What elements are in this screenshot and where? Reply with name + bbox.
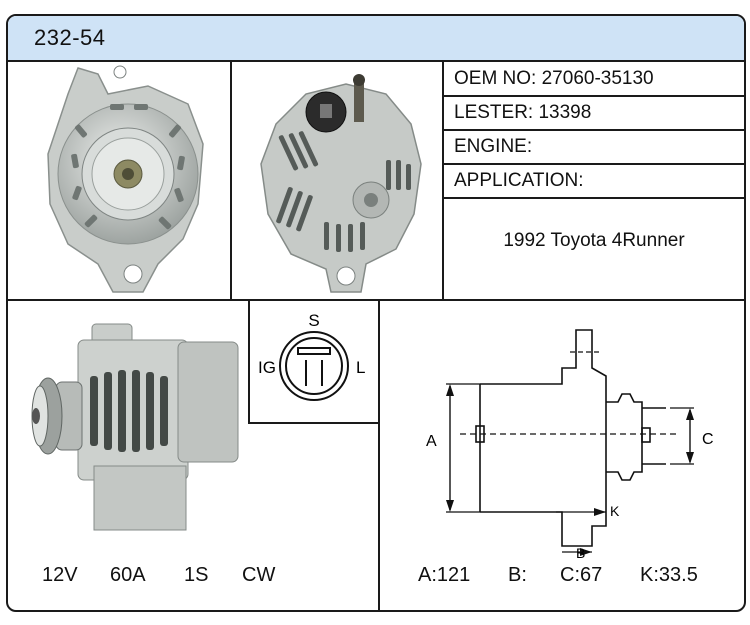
spec-k: K:33.5 (640, 564, 698, 586)
application-label: APPLICATION: (454, 170, 584, 191)
dim-a-label: A (426, 433, 437, 450)
dim-b-label: B (576, 545, 585, 561)
divider-top-v2 (442, 60, 444, 300)
divider-bottom-v2 (378, 300, 380, 610)
dim-k-label: K (610, 503, 620, 519)
divider-info-2 (442, 129, 744, 131)
engine-label: ENGINE: (454, 136, 533, 157)
spec-c: C:67 (560, 564, 603, 586)
dim-c-label: C (702, 431, 714, 448)
spec-amperage: 60A (110, 564, 146, 586)
divider-info-4 (442, 197, 744, 199)
spec-a: A:121 (418, 564, 471, 586)
alternator-rear-photo (260, 74, 422, 293)
spec-sheet: 232-54 OEM NO: 27060-35130 LESTER: 13398… (6, 14, 746, 612)
application-value: 1992 Toyota 4Runner (503, 230, 685, 251)
divider-info-1 (442, 95, 744, 97)
part-number: 232-54 (34, 25, 106, 50)
connector-plug-diagram: S IG L (258, 311, 365, 401)
spec-plug: 1S (184, 564, 209, 586)
divider-bottom-v1 (248, 300, 250, 424)
divider-top-v1 (230, 60, 232, 300)
divider-mid-horizontal (8, 299, 744, 301)
divider-connector-bottom (248, 422, 380, 424)
title-bar: 232-54 (8, 16, 744, 62)
connector-l-label: L (356, 358, 365, 377)
alternator-side-photo (31, 323, 239, 531)
connector-ig-label: IG (258, 358, 276, 377)
spec-rotation: CW (242, 564, 276, 586)
lester-number: LESTER: 13398 (454, 102, 592, 123)
oem-number: OEM NO: 27060-35130 (454, 68, 654, 89)
connector-s-label: S (308, 311, 319, 330)
spec-voltage: 12V (42, 564, 78, 586)
alternator-front-photo (47, 65, 204, 293)
spec-b: B: (508, 564, 527, 586)
dimension-drawing: A C K B (426, 329, 714, 561)
divider-info-3 (442, 163, 744, 165)
